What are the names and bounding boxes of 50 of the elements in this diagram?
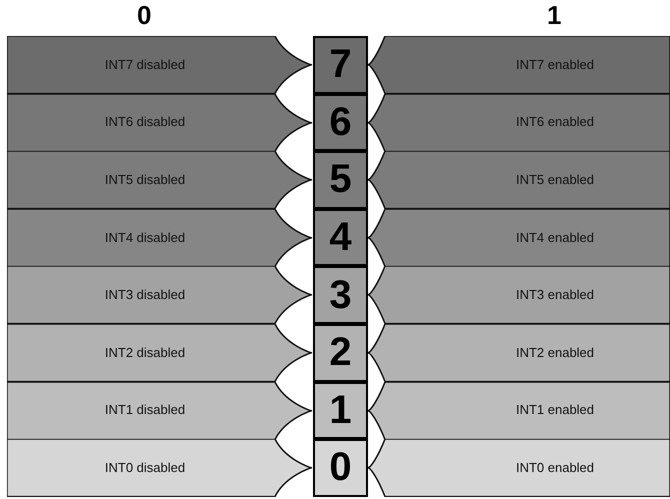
interrupt-band <box>7 36 312 94</box>
interrupt-band <box>368 94 670 152</box>
bit-number: 6 <box>329 100 352 145</box>
interrupt-band <box>368 382 670 440</box>
interrupt-band <box>368 439 670 497</box>
bit-box <box>313 94 368 152</box>
band-label: INT0 enabled <box>514 460 596 475</box>
bit-number: 7 <box>329 42 352 88</box>
band-label: INT2 enabled <box>514 344 596 360</box>
band-label: INT7 enabled <box>514 56 596 72</box>
band-label: INT6 enabled <box>514 114 596 130</box>
band-label: INT3 disabled <box>104 287 186 302</box>
interrupt-band <box>368 36 670 94</box>
column-heading: 0 <box>137 0 152 31</box>
interrupt-band <box>7 94 312 152</box>
interrupt-band <box>7 266 312 324</box>
band-label: INT4 enabled <box>514 230 596 245</box>
interrupt-band <box>7 439 312 497</box>
interrupt-band <box>368 208 670 266</box>
bit-box <box>313 36 368 94</box>
interrupt-band <box>7 382 312 440</box>
bit-box <box>313 266 368 324</box>
band-label: INT1 disabled <box>104 402 186 418</box>
band-label: INT2 disabled <box>104 344 186 360</box>
interrupt-band <box>7 324 312 382</box>
bit-box <box>313 324 368 382</box>
interrupt-band <box>368 151 670 209</box>
band-label: INT5 enabled <box>514 172 596 187</box>
bit-number: 4 <box>329 215 352 260</box>
bit-number: 2 <box>329 330 352 376</box>
interrupt-band <box>7 151 312 209</box>
band-label: INT0 disabled <box>104 460 186 475</box>
bit-number: 5 <box>329 157 352 202</box>
interrupt-band <box>7 208 312 266</box>
band-label: INT3 enabled <box>514 287 596 302</box>
band-label: INT1 enabled <box>514 402 596 418</box>
bit-box <box>313 151 368 209</box>
bit-box <box>313 439 368 497</box>
bit-number: 0 <box>329 445 352 490</box>
band-label: INT7 disabled <box>104 56 186 72</box>
band-label: INT4 disabled <box>104 230 186 245</box>
interrupt-band <box>368 324 670 382</box>
band-label: INT5 disabled <box>104 172 186 187</box>
bit-number: 3 <box>329 272 352 318</box>
band-label: INT6 disabled <box>104 114 186 130</box>
interrupt-band <box>368 266 670 324</box>
column-heading: 1 <box>547 0 562 31</box>
bit-box <box>313 382 368 440</box>
bit-number: 1 <box>329 388 352 433</box>
bit-box <box>313 208 368 266</box>
